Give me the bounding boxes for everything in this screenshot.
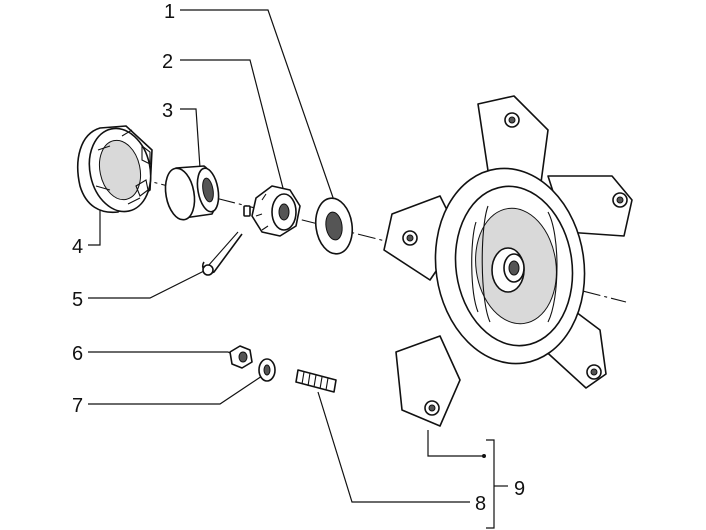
callout-7: 7 <box>72 395 83 417</box>
leader-3 <box>180 108 201 169</box>
leader-4 <box>88 210 101 246</box>
leader-9-dot <box>482 454 486 458</box>
leader-1 <box>180 9 339 213</box>
callout-3: 3 <box>162 100 173 122</box>
callout-1: 1 <box>164 1 175 23</box>
part-3-bearing <box>164 165 220 221</box>
part-4-drum-cup <box>77 125 153 214</box>
part-6-nut <box>229 345 253 369</box>
bracket-9 <box>486 439 495 529</box>
callout-8: 8 <box>475 493 486 515</box>
leader-lines <box>88 9 508 529</box>
leader-6 <box>88 351 241 359</box>
callout-2: 2 <box>162 51 173 73</box>
leader-9a <box>427 430 484 457</box>
part-8-stud <box>295 369 337 393</box>
callout-5: 5 <box>72 289 83 311</box>
callout-9: 9 <box>514 478 525 500</box>
leader-5 <box>88 269 207 299</box>
part-1-washer <box>314 197 354 255</box>
part-7-washer <box>258 358 276 382</box>
callout-4: 4 <box>72 236 83 258</box>
leader-8 <box>317 391 470 503</box>
part-9-wheel-hub <box>383 95 633 427</box>
part-5-split-pin <box>201 231 243 276</box>
part-2-castle-nut <box>243 185 301 237</box>
leader-2 <box>180 59 285 193</box>
callout-6: 6 <box>72 343 83 365</box>
leader-7 <box>88 375 263 405</box>
